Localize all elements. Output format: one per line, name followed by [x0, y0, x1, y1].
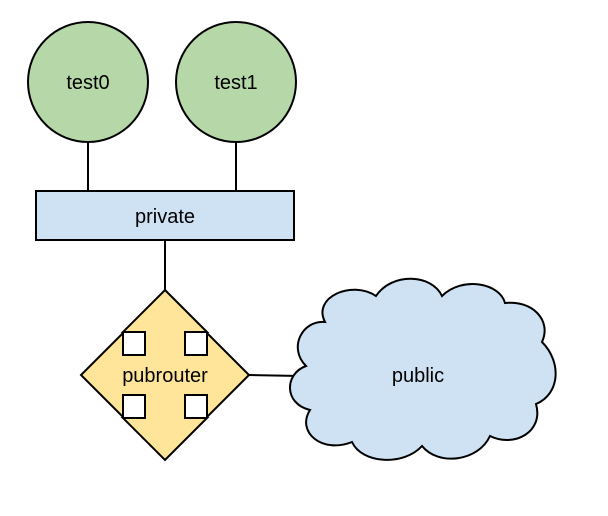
node-pubrouter[interactable]: pubrouter [79, 288, 251, 462]
node-test1-shape [175, 21, 297, 143]
pubrouter-arrow-icon [79, 288, 251, 462]
node-public[interactable]: public [289, 277, 557, 461]
node-test0-label: test0 [66, 72, 109, 94]
node-public-label: public [392, 365, 444, 387]
node-private-shape [35, 190, 295, 241]
node-test1-label: test1 [214, 72, 257, 94]
node-test0[interactable]: test0 [27, 21, 149, 143]
node-private[interactable]: private [35, 190, 295, 241]
node-test0-shape [27, 21, 149, 143]
node-pubrouter-label: pubrouter [122, 365, 208, 387]
node-test1[interactable]: test1 [175, 21, 297, 143]
edge-pubrouter-public [247, 374, 301, 377]
node-private-label: private [135, 206, 195, 228]
cloud-icon [289, 277, 557, 461]
